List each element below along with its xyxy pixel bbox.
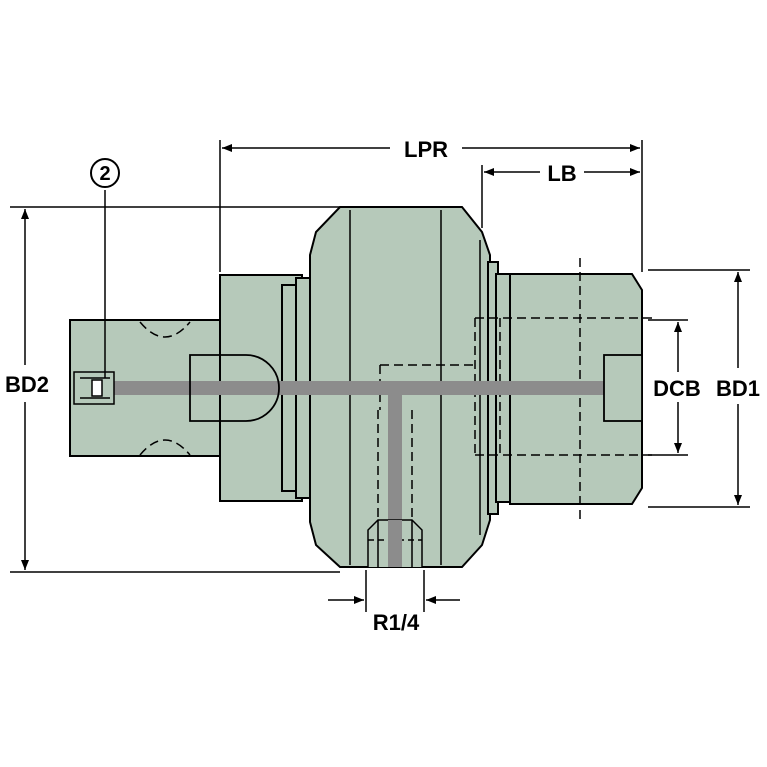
right-pocket — [603, 354, 643, 422]
dcb-label: DCB — [653, 376, 701, 401]
flange-slot — [189, 354, 280, 422]
lpr-label: LPR — [404, 137, 448, 162]
callout-circle — [90, 158, 120, 188]
bd2-label: BD2 — [5, 372, 49, 397]
coolant-port-fill — [388, 520, 402, 567]
callout-number: 2 — [99, 163, 110, 185]
lb-label: LB — [547, 161, 576, 186]
r14-label: R1/4 — [373, 610, 420, 635]
coolant-horizontal — [88, 381, 642, 395]
bd1-label: BD1 — [716, 376, 760, 401]
nozzle-detail — [73, 371, 115, 405]
dimension-lines — [10, 140, 750, 612]
